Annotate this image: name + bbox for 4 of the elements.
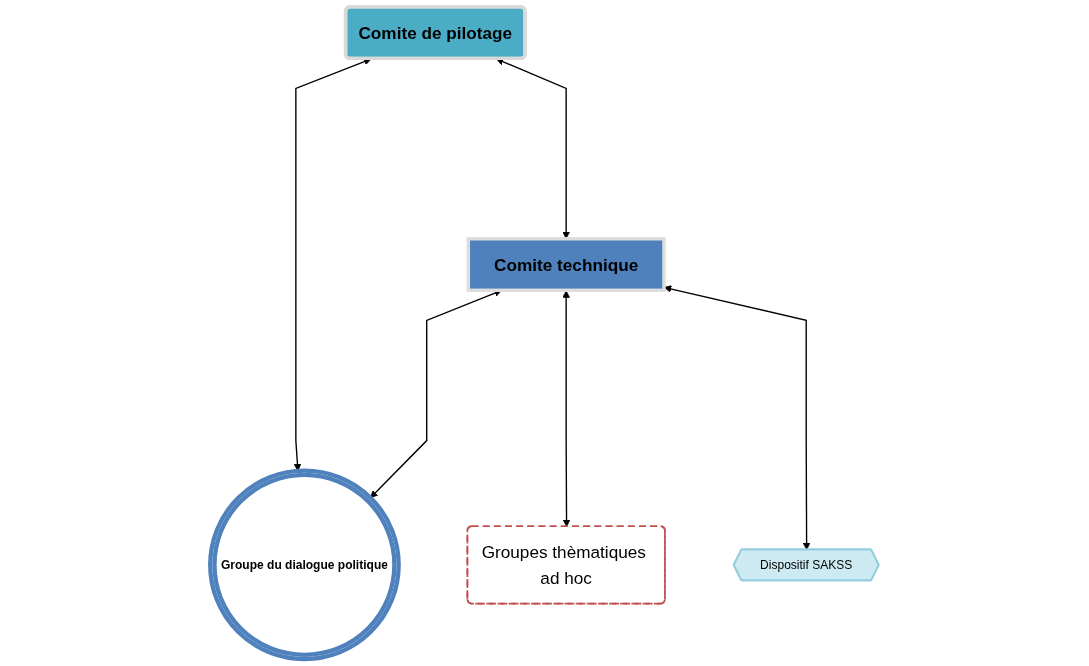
node-box: Comite technique <box>466 237 666 293</box>
arrow <box>663 285 811 551</box>
arrow <box>562 290 571 527</box>
node-circle: Groupe du dialogue politique <box>208 468 401 662</box>
